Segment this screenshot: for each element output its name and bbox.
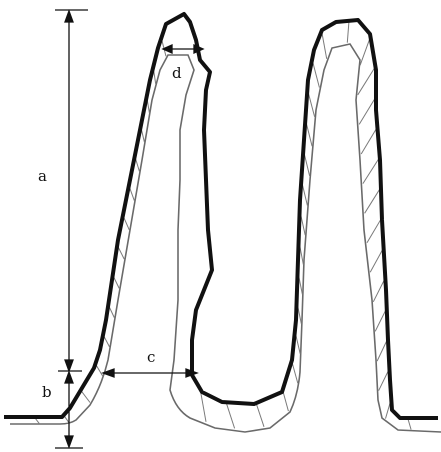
dimension-b-top-arrow bbox=[65, 372, 73, 383]
epithelial-cells bbox=[34, 21, 411, 430]
dimension-a-bottom-arrow bbox=[65, 360, 73, 371]
cell-partition bbox=[81, 390, 90, 402]
label-c: c bbox=[147, 348, 155, 366]
cell-partition bbox=[363, 157, 380, 184]
cell-partition bbox=[373, 278, 385, 302]
cell-partition bbox=[347, 21, 349, 43]
cell-partition bbox=[367, 218, 382, 243]
dimension-a-top-arrow bbox=[65, 11, 73, 22]
cell-partition bbox=[359, 97, 376, 125]
label-a: a bbox=[38, 167, 47, 185]
label-d: d bbox=[172, 64, 182, 82]
cell-partition bbox=[322, 31, 327, 59]
dimension-b-bottom-arrow bbox=[65, 436, 73, 447]
cell-partition bbox=[370, 248, 383, 272]
cell-partition bbox=[256, 403, 264, 427]
cell-partition bbox=[360, 37, 370, 66]
label-b: b bbox=[42, 383, 52, 401]
cell-partition bbox=[358, 67, 376, 95]
cell-partition bbox=[226, 402, 235, 428]
cell-partition bbox=[365, 187, 381, 213]
cell-partition bbox=[361, 127, 377, 154]
